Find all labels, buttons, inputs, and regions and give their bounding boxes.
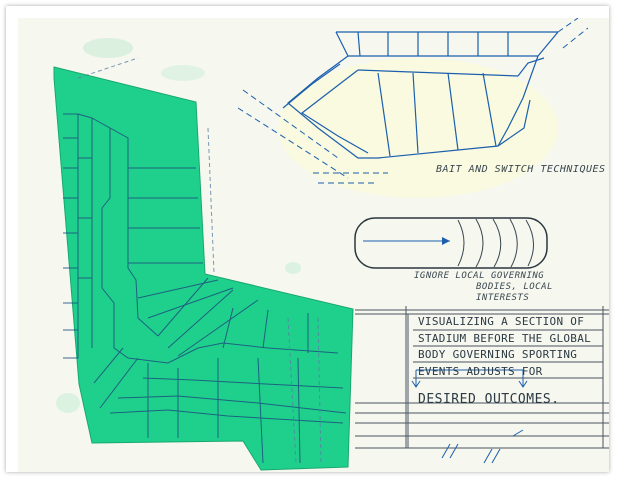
picture-frame: BAIT AND SWITCH TECHNIQUES IGNORE LOCAL … (6, 6, 609, 472)
title-block-text: VISUALIZING A SECTION OF STADIUM BEFORE … (418, 314, 591, 409)
title-line-5: DESIRED OUTCOMES. (418, 392, 560, 407)
hash-marks (441, 429, 524, 464)
title-block-arrows (411, 369, 528, 388)
stadium-drawing (53, 18, 609, 471)
green-smudge (83, 38, 133, 58)
green-smudge (161, 65, 205, 81)
title-line-4: EVENTS ADJUSTS FOR (418, 364, 543, 378)
green-smudge (285, 262, 301, 274)
blue-dashed-projections (237, 18, 589, 184)
racetrack-diagram (354, 217, 548, 269)
caption-ignore-line3: INTERESTS (476, 293, 530, 303)
green-smudge (56, 393, 80, 413)
title-line-2: STADIUM BEFORE THE GLOBAL (418, 331, 592, 345)
title-line-3: BODY GOVERNING SPORTING (418, 348, 578, 361)
caption-bait-switch: BAIT AND SWITCH TECHNIQUES (436, 164, 606, 175)
title-block-lines (355, 306, 609, 449)
green-section-linework (63, 113, 347, 464)
caption-ignore-line1: IGNORE LOCAL GOVERNING (414, 271, 545, 281)
drawing-paper: BAIT AND SWITCH TECHNIQUES IGNORE LOCAL … (18, 18, 609, 472)
yellow-wash (278, 58, 558, 198)
blue-stadium-section (282, 31, 559, 159)
dashed-guidelines (77, 57, 322, 464)
title-line-1: VISUALIZING A SECTION OF (418, 315, 585, 328)
caption-ignore-local: IGNORE LOCAL GOVERNING BODIES, LOCAL INT… (414, 271, 553, 304)
caption-ignore-line2: BODIES, LOCAL (476, 282, 553, 292)
